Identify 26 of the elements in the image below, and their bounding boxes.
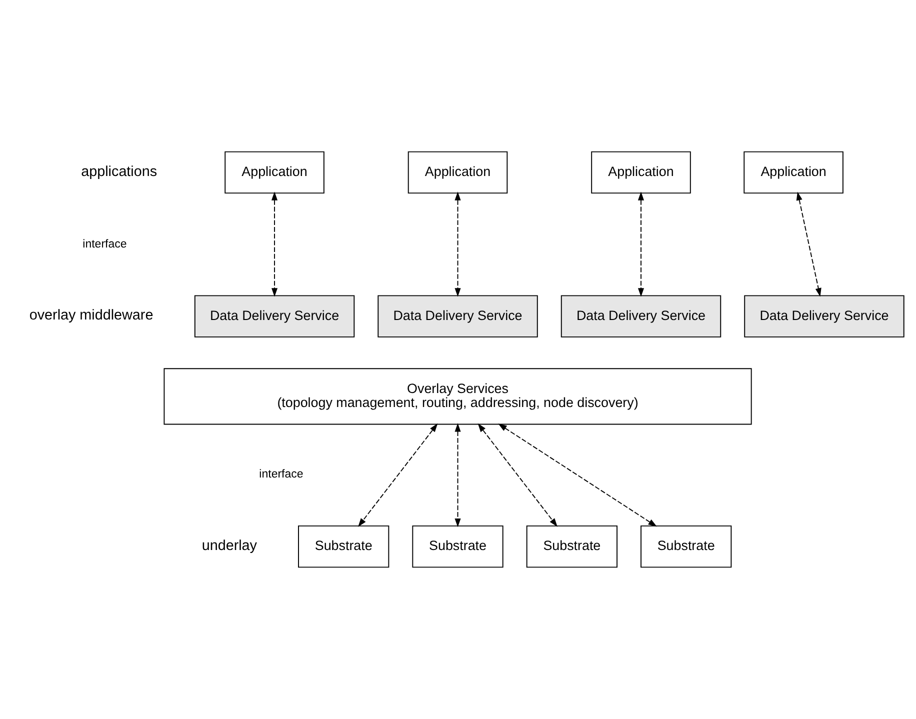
arrow bbox=[498, 424, 657, 527]
node-box: Data Delivery Service bbox=[194, 295, 355, 338]
label: underlay bbox=[202, 538, 258, 554]
node-box: Substrate bbox=[298, 525, 390, 568]
arrow bbox=[454, 423, 461, 528]
node-box: Substrate bbox=[526, 525, 618, 568]
node-box: Application bbox=[591, 151, 691, 194]
label: applications bbox=[81, 164, 158, 180]
arrow bbox=[358, 423, 438, 527]
node-box: Overlay Services (topology management, routing, addressing, node discovery) bbox=[164, 368, 752, 425]
arrow bbox=[454, 192, 461, 297]
node-box: Substrate bbox=[412, 525, 504, 568]
node-box: Data Delivery Service bbox=[744, 295, 904, 338]
node-box: Data Delivery Service bbox=[560, 295, 722, 338]
arrow bbox=[272, 192, 278, 297]
node-box: Substrate bbox=[640, 525, 732, 568]
node-box: Application bbox=[224, 151, 324, 194]
label: overlay middleware bbox=[29, 308, 154, 324]
node-box: Application bbox=[744, 151, 844, 194]
label: interface bbox=[259, 468, 304, 481]
node-box: Application bbox=[408, 151, 508, 194]
label: interface bbox=[82, 238, 127, 250]
arrow bbox=[796, 192, 822, 297]
arrow bbox=[478, 423, 558, 527]
node-box: Data Delivery Service bbox=[378, 295, 538, 338]
arrow bbox=[638, 192, 644, 297]
